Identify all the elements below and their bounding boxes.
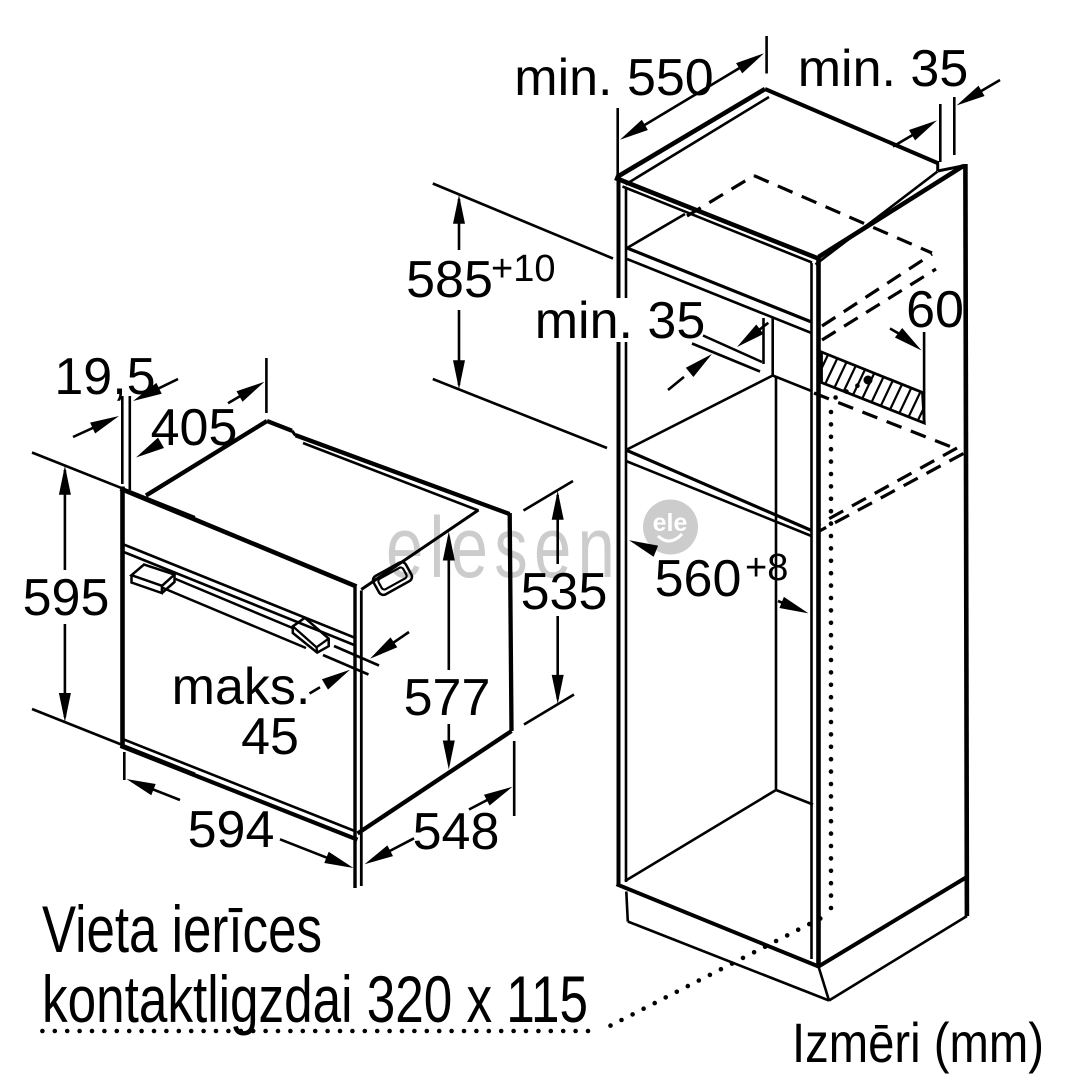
svg-text:594: 594 (188, 801, 275, 859)
svg-text:560: 560 (655, 550, 742, 608)
svg-text:45: 45 (241, 708, 299, 766)
svg-text:min. 35: min. 35 (535, 292, 706, 350)
svg-text:577: 577 (404, 669, 491, 727)
svg-text:Vieta ierīces: Vieta ierīces (42, 892, 322, 966)
svg-text:535: 535 (521, 563, 608, 621)
svg-text:585: 585 (406, 251, 493, 309)
svg-text:+8: +8 (745, 547, 788, 589)
svg-text:+10: +10 (491, 248, 555, 290)
svg-text:min. 35: min. 35 (798, 40, 969, 98)
svg-text:Izmēri (mm): Izmēri (mm) (792, 1011, 1044, 1074)
svg-text:kontaktligzdai 320 x 115: kontaktligzdai 320 x 115 (42, 962, 588, 1036)
svg-text:ele: ele (653, 509, 688, 537)
svg-text:595: 595 (23, 569, 110, 627)
svg-text:min. 550: min. 550 (514, 49, 713, 107)
svg-text:60: 60 (906, 281, 964, 339)
svg-text:405: 405 (151, 399, 238, 457)
svg-text:548: 548 (413, 803, 500, 861)
svg-text:maks.: maks. (172, 658, 311, 716)
svg-text:19,5: 19,5 (54, 348, 155, 406)
